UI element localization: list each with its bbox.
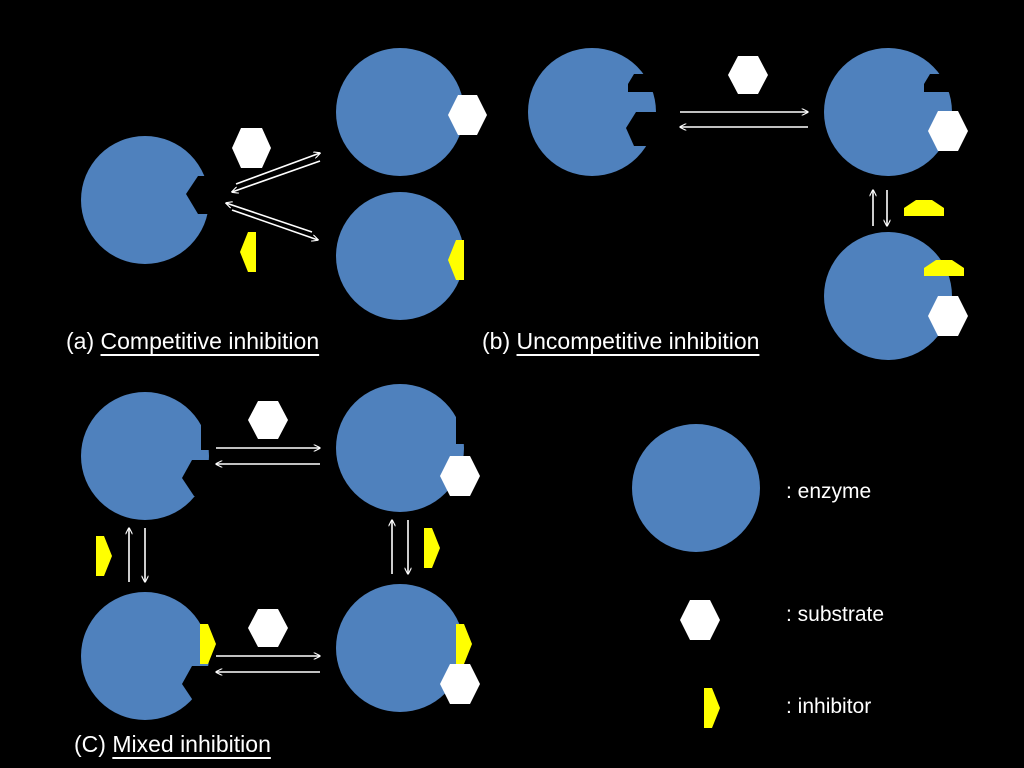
binding-site-notch bbox=[924, 74, 956, 92]
enzyme-substrate-inhibitor-complex bbox=[824, 232, 952, 360]
panel-b-prefix: (b) bbox=[482, 328, 511, 354]
binding-site-notch bbox=[628, 74, 660, 92]
substrate-icon bbox=[440, 664, 480, 704]
inhibitor-icon bbox=[924, 260, 964, 276]
legend-enzyme-icon bbox=[632, 424, 760, 552]
inhibitor-icon bbox=[240, 232, 256, 272]
substrate-icon bbox=[728, 56, 768, 94]
enzyme-free bbox=[528, 48, 656, 176]
panel-c-mixed bbox=[81, 384, 480, 720]
enzyme-substrate-inhibitor-complex bbox=[336, 584, 464, 712]
binding-site-notch bbox=[201, 418, 212, 450]
inhibitor-icon bbox=[96, 536, 112, 576]
arrow-reverse bbox=[226, 203, 313, 233]
binding-site-notch bbox=[626, 112, 660, 146]
panel-c-prefix: (C) bbox=[74, 731, 106, 757]
binding-site-notch bbox=[182, 666, 212, 702]
legend-inhibitor-label: : inhibitor bbox=[786, 695, 872, 718]
legend-inhibitor-icon bbox=[704, 688, 720, 728]
panel-b-title: Uncompetitive inhibition bbox=[516, 328, 760, 354]
arrow-forward bbox=[231, 209, 318, 240]
panel-a-caption: (a) Competitive inhibition bbox=[66, 328, 319, 355]
substrate-icon bbox=[440, 456, 480, 496]
panel-a-title: Competitive inhibition bbox=[100, 328, 320, 354]
substrate-icon bbox=[928, 296, 968, 336]
enzyme-free bbox=[81, 392, 209, 520]
substrate-icon bbox=[448, 95, 487, 135]
panel-b-caption: (b) Uncompetitive inhibition bbox=[482, 328, 759, 355]
arrow-reverse bbox=[232, 160, 321, 192]
legend-enzyme-label: : enzyme bbox=[786, 480, 872, 503]
enzyme-inhibitor-complex bbox=[81, 592, 209, 720]
inhibitor-icon bbox=[448, 240, 464, 280]
substrate-icon bbox=[248, 401, 288, 439]
panel-a-competitive bbox=[81, 48, 487, 320]
binding-site-notch bbox=[182, 460, 212, 496]
inhibitor-icon bbox=[200, 624, 216, 664]
legend bbox=[632, 424, 760, 728]
substrate-icon bbox=[248, 609, 288, 647]
substrate-icon bbox=[928, 111, 968, 151]
panel-b-uncompetitive bbox=[528, 48, 968, 360]
inhibitor-icon bbox=[424, 528, 440, 568]
panel-a-prefix: (a) bbox=[66, 328, 95, 354]
panel-c-title: Mixed inhibition bbox=[112, 731, 271, 757]
panel-c-caption: (C) Mixed inhibition bbox=[74, 731, 271, 758]
substrate-icon bbox=[232, 128, 271, 168]
enzyme-inhibitor-complex bbox=[336, 192, 464, 320]
enzyme-substrate-complex bbox=[824, 48, 952, 176]
legend-substrate-label: : substrate bbox=[786, 603, 885, 626]
inhibitor-icon bbox=[456, 624, 472, 664]
active-site-notch bbox=[186, 176, 212, 214]
enzyme-free bbox=[81, 136, 209, 264]
enzyme-substrate-complex bbox=[336, 48, 464, 176]
arrow-forward bbox=[235, 153, 320, 185]
enzyme-substrate-complex bbox=[336, 384, 464, 512]
inhibitor-icon bbox=[904, 200, 944, 216]
binding-site-notch bbox=[456, 410, 468, 444]
legend-substrate-icon bbox=[680, 600, 720, 640]
